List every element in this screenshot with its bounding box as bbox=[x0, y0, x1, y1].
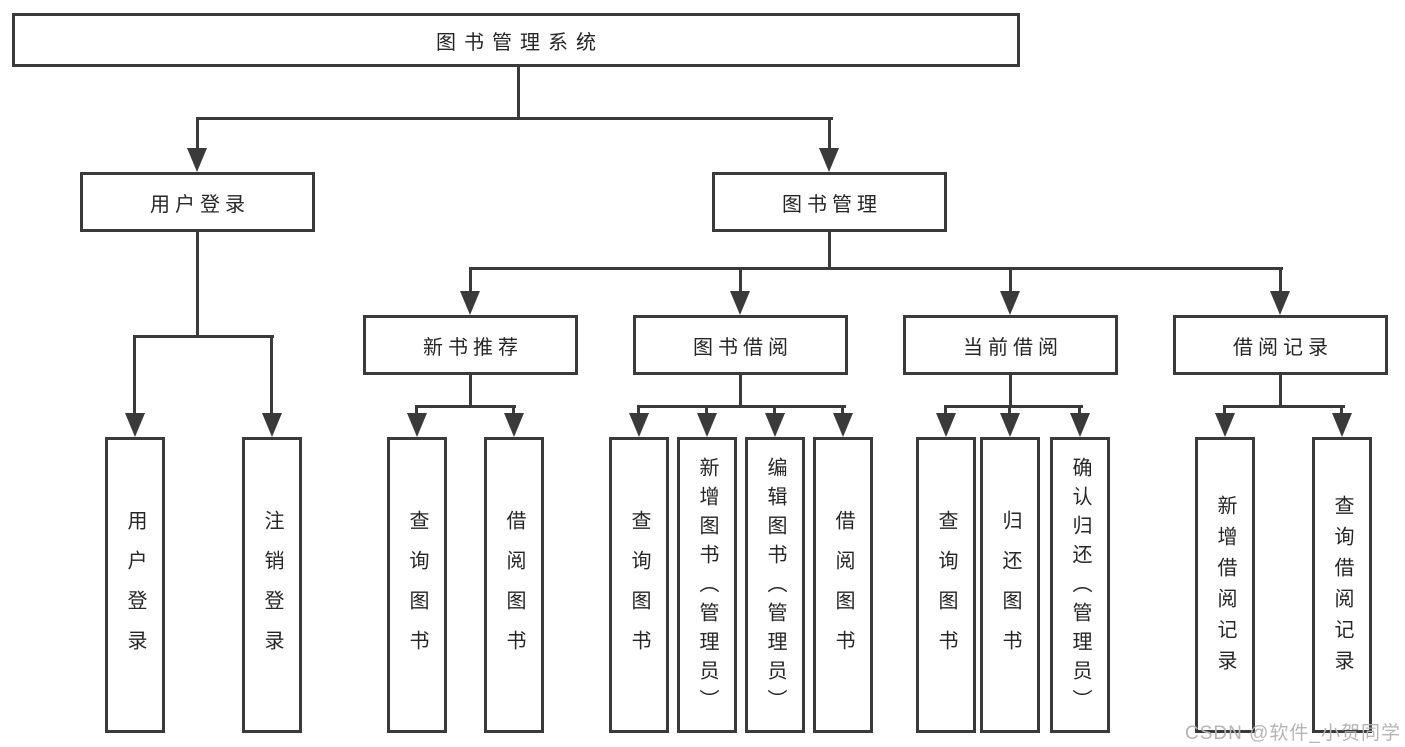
connector-line bbox=[196, 117, 199, 151]
node-label: 确认归还（管理员） bbox=[1069, 456, 1091, 718]
connector-line bbox=[841, 405, 844, 417]
arrowhead-down-icon bbox=[833, 413, 853, 437]
connector-line bbox=[1009, 375, 1012, 407]
connector-line bbox=[415, 405, 418, 417]
node-label: 新增借阅记录 bbox=[1214, 495, 1236, 681]
leaf-query-books-recommend: 查询图书 bbox=[387, 437, 447, 733]
arrowhead-down-icon bbox=[1000, 413, 1020, 437]
node-borrowing-records: 借阅记录 bbox=[1173, 315, 1388, 375]
leaf-borrow-books-recommend: 借阅图书 bbox=[484, 437, 544, 733]
arrowhead-down-icon bbox=[1000, 291, 1020, 315]
node-book-management-system: 图书管理系统 bbox=[12, 13, 1020, 67]
arrowhead-down-icon bbox=[819, 148, 839, 172]
connector-line bbox=[773, 405, 776, 417]
arrowhead-down-icon bbox=[407, 413, 427, 437]
leaf-edit-books-admin: 编辑图书（管理员） bbox=[745, 437, 805, 733]
leaf-query-borrow-record: 查询借阅记录 bbox=[1312, 437, 1372, 733]
connector-line bbox=[133, 335, 274, 338]
arrowhead-down-icon bbox=[1270, 291, 1290, 315]
connector-line bbox=[469, 267, 1283, 270]
node-user-login: 用户登录 bbox=[80, 172, 315, 232]
leaf-logout-login: 注销登录 bbox=[242, 437, 302, 733]
node-label: 查询借阅记录 bbox=[1331, 495, 1353, 681]
connector-line bbox=[415, 405, 516, 408]
connector-line bbox=[944, 405, 947, 417]
arrowhead-down-icon bbox=[629, 413, 649, 437]
connector-line bbox=[517, 65, 520, 119]
arrowhead-down-icon bbox=[262, 413, 282, 437]
node-label: 新书推荐 bbox=[423, 336, 523, 359]
connector-line bbox=[1008, 405, 1011, 417]
connector-line bbox=[512, 405, 515, 417]
node-current-borrowing: 当前借阅 bbox=[903, 315, 1118, 375]
arrowhead-down-icon bbox=[1215, 413, 1235, 437]
node-book-borrowing: 图书借阅 bbox=[633, 315, 848, 375]
leaf-borrow-books: 借阅图书 bbox=[813, 437, 873, 733]
node-label: 借阅图书 bbox=[503, 510, 525, 670]
node-label: 用户登录 bbox=[124, 510, 146, 670]
arrowhead-down-icon bbox=[730, 291, 750, 315]
node-label: 查询图书 bbox=[406, 510, 428, 670]
leaf-add-books-admin: 新增图书（管理员） bbox=[677, 437, 737, 733]
connector-line bbox=[1279, 375, 1282, 407]
arrowhead-down-icon bbox=[125, 413, 145, 437]
connector-line bbox=[828, 232, 831, 269]
connector-line bbox=[705, 405, 708, 417]
connector-line bbox=[637, 405, 640, 417]
connector-line bbox=[1340, 405, 1343, 417]
node-label: 注销登录 bbox=[261, 510, 283, 670]
arrowhead-down-icon bbox=[460, 291, 480, 315]
node-label: 编辑图书（管理员） bbox=[764, 456, 786, 718]
node-label: 图书管理 bbox=[782, 193, 882, 216]
node-label: 用户登录 bbox=[150, 193, 250, 216]
node-label: 图书借阅 bbox=[693, 336, 793, 359]
node-label: 查询图书 bbox=[628, 510, 650, 670]
connector-line bbox=[828, 117, 831, 151]
connector-line bbox=[739, 267, 742, 294]
node-label: 当前借阅 bbox=[963, 336, 1063, 359]
arrowhead-down-icon bbox=[187, 148, 207, 172]
arrowhead-down-icon bbox=[936, 413, 956, 437]
connector-line bbox=[1223, 405, 1226, 417]
connector-line bbox=[1279, 267, 1282, 294]
connector-line bbox=[739, 375, 742, 407]
connector-line bbox=[1223, 405, 1345, 408]
node-label: 借阅图书 bbox=[832, 510, 854, 670]
node-label: 图书管理系统 bbox=[436, 31, 604, 54]
node-label: 新增图书（管理员） bbox=[696, 456, 718, 718]
connector-line bbox=[944, 405, 1083, 408]
arrowhead-down-icon bbox=[504, 413, 524, 437]
leaf-confirm-return-admin: 确认归还（管理员） bbox=[1050, 437, 1110, 733]
arrowhead-down-icon bbox=[697, 413, 717, 437]
connector-line bbox=[196, 232, 199, 337]
leaf-return-books: 归还图书 bbox=[980, 437, 1040, 733]
leaf-query-books-current: 查询图书 bbox=[916, 437, 976, 733]
connector-line bbox=[1078, 405, 1081, 417]
connector-line bbox=[637, 405, 846, 408]
arrowhead-down-icon bbox=[765, 413, 785, 437]
arrowhead-down-icon bbox=[1332, 413, 1352, 437]
leaf-user-login: 用户登录 bbox=[105, 437, 165, 733]
connector-line bbox=[469, 375, 472, 407]
node-new-book-recommend: 新书推荐 bbox=[363, 315, 578, 375]
watermark-text: CSDN @软件_小贺同学 bbox=[1185, 723, 1401, 744]
leaf-add-borrow-record: 新增借阅记录 bbox=[1195, 437, 1255, 733]
connector-line bbox=[1009, 267, 1012, 294]
node-book-management: 图书管理 bbox=[712, 172, 947, 232]
node-label: 借阅记录 bbox=[1233, 336, 1333, 359]
connector-line bbox=[270, 335, 273, 417]
leaf-query-books-borrow: 查询图书 bbox=[609, 437, 669, 733]
arrowhead-down-icon bbox=[1070, 413, 1090, 437]
node-label: 归还图书 bbox=[999, 510, 1021, 670]
node-label: 查询图书 bbox=[935, 510, 957, 670]
connector-line bbox=[133, 335, 136, 417]
connector-line bbox=[196, 117, 833, 120]
connector-line bbox=[469, 267, 472, 294]
